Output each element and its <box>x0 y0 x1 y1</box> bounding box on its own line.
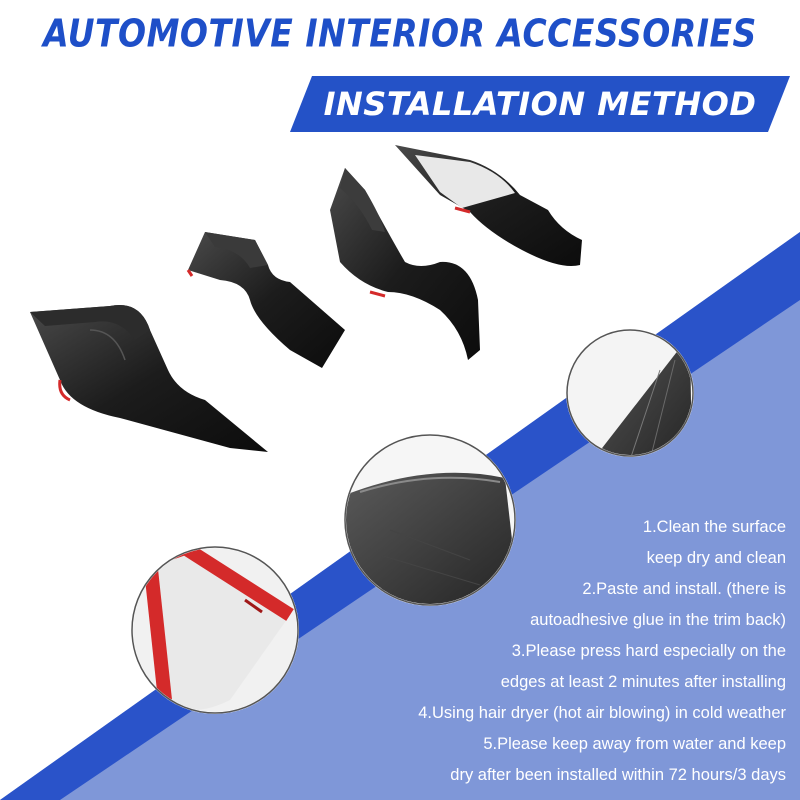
trim-piece-1 <box>30 305 268 452</box>
step-line: keep dry and clean <box>646 549 786 567</box>
trim-piece-2 <box>186 232 345 368</box>
banner-title: INSTALLATION METHOD <box>323 85 757 123</box>
step-line: 1.Clean the surface <box>642 518 786 536</box>
page-title: AUTOMOTIVE INTERIOR ACCESSORIES <box>43 11 757 56</box>
trim-piece-3 <box>330 168 480 360</box>
zoom-circle-adhesive-tape <box>131 546 299 714</box>
step-line: edges at least 2 minutes after installin… <box>500 673 786 691</box>
step-line: 2.Paste and install. (there is <box>582 580 786 598</box>
zoom-circle-edge-detail <box>344 434 516 606</box>
step-line: 4.Using hair dryer (hot air blowing) in … <box>418 704 786 722</box>
installation-steps: 1.Clean the surface keep dry and clean 2… <box>306 512 786 791</box>
trim-piece-4 <box>395 145 582 266</box>
step-line: 5.Please keep away from water and keep <box>483 735 786 753</box>
step-line: 3.Please press hard especially on the <box>511 642 786 660</box>
zoom-circle-surface-texture <box>566 329 694 457</box>
installation-banner: INSTALLATION METHOD <box>290 76 790 132</box>
step-line: autoadhesive glue in the trim back) <box>530 611 786 629</box>
step-line: dry after been installed within 72 hours… <box>450 766 786 784</box>
